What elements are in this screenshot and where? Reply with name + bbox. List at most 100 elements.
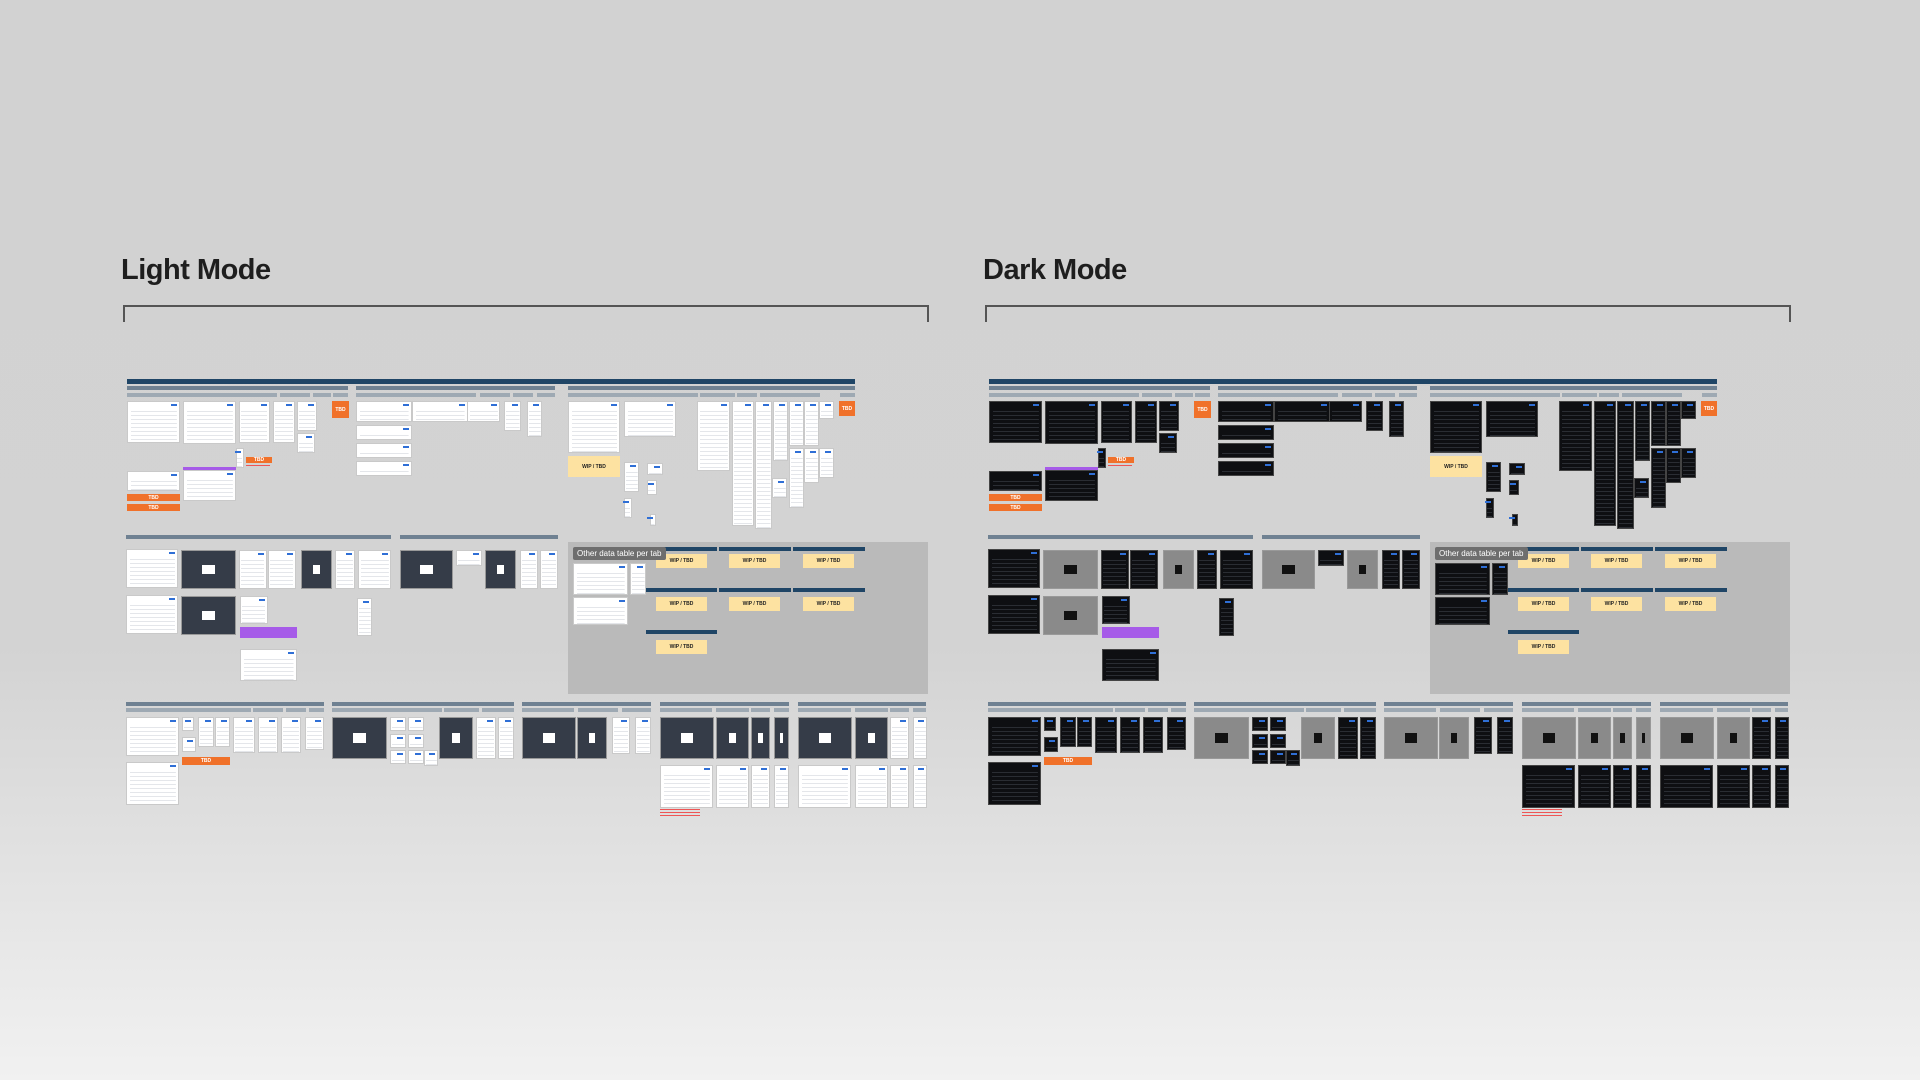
screen-frame[interactable] bbox=[1077, 717, 1092, 747]
screen-frame[interactable] bbox=[1218, 401, 1274, 422]
screen-frame[interactable] bbox=[1159, 401, 1179, 431]
screen-frame[interactable] bbox=[819, 401, 834, 419]
screen-frame[interactable] bbox=[297, 433, 315, 453]
screen-frame[interactable] bbox=[424, 750, 438, 766]
screen-frame[interactable] bbox=[1752, 765, 1771, 808]
screen-frame[interactable] bbox=[1522, 765, 1575, 808]
screen-frame[interactable] bbox=[297, 401, 317, 431]
screen-frame[interactable] bbox=[1274, 401, 1330, 422]
modal-screen-frame[interactable] bbox=[716, 717, 749, 759]
screen-frame[interactable] bbox=[1486, 462, 1501, 492]
screen-frame[interactable] bbox=[630, 563, 646, 595]
screen-frame[interactable] bbox=[989, 401, 1042, 443]
screen-frame[interactable] bbox=[1120, 717, 1140, 753]
screen-frame[interactable] bbox=[1270, 734, 1286, 748]
screen-frame[interactable] bbox=[988, 762, 1041, 805]
screen-frame[interactable] bbox=[456, 550, 482, 566]
modal-screen-frame[interactable] bbox=[1522, 717, 1576, 759]
screen-frame[interactable] bbox=[1430, 401, 1482, 453]
screen-frame[interactable] bbox=[127, 471, 180, 491]
screen-frame[interactable] bbox=[358, 550, 391, 589]
modal-screen-frame[interactable] bbox=[660, 717, 714, 759]
screen-frame[interactable] bbox=[527, 401, 542, 437]
modal-screen-frame[interactable] bbox=[522, 717, 576, 759]
screen-frame[interactable] bbox=[1402, 550, 1420, 589]
modal-screen-frame[interactable] bbox=[577, 717, 607, 759]
screen-frame[interactable] bbox=[182, 737, 196, 752]
screen-frame[interactable] bbox=[1617, 401, 1634, 529]
screen-frame[interactable] bbox=[1366, 401, 1383, 431]
modal-screen-frame[interactable] bbox=[1384, 717, 1438, 759]
screen-frame[interactable] bbox=[789, 448, 804, 508]
screen-frame[interactable] bbox=[804, 448, 819, 483]
screen-frame[interactable] bbox=[356, 425, 412, 440]
screen-frame[interactable] bbox=[732, 401, 754, 526]
screen-frame[interactable] bbox=[913, 765, 927, 808]
screen-frame[interactable] bbox=[624, 401, 676, 437]
modal-screen-frame[interactable] bbox=[798, 717, 852, 759]
screen-frame[interactable] bbox=[126, 762, 179, 805]
screen-frame[interactable] bbox=[1270, 717, 1286, 731]
screen-frame[interactable] bbox=[1636, 765, 1651, 808]
screen-frame[interactable] bbox=[1197, 550, 1217, 589]
screen-frame[interactable] bbox=[635, 717, 651, 754]
screen-frame[interactable] bbox=[1485, 498, 1494, 518]
screen-frame[interactable] bbox=[498, 717, 514, 759]
modal-screen-frame[interactable] bbox=[751, 717, 770, 759]
modal-screen-frame[interactable] bbox=[1163, 550, 1194, 589]
screen-frame[interactable] bbox=[1252, 734, 1268, 748]
screen-frame[interactable] bbox=[1613, 765, 1632, 808]
screen-frame[interactable] bbox=[798, 765, 851, 808]
screen-frame[interactable] bbox=[1167, 717, 1186, 750]
screen-frame[interactable] bbox=[1578, 765, 1611, 808]
screen-frame[interactable] bbox=[1360, 717, 1376, 759]
screen-frame[interactable] bbox=[1435, 563, 1490, 595]
screen-frame[interactable] bbox=[1220, 550, 1253, 589]
screen-frame[interactable] bbox=[1666, 401, 1681, 446]
screen-frame[interactable] bbox=[1635, 401, 1650, 461]
screen-frame[interactable] bbox=[890, 765, 909, 808]
screen-frame[interactable] bbox=[1044, 737, 1058, 752]
screen-frame[interactable] bbox=[476, 717, 496, 759]
screen-frame[interactable] bbox=[412, 401, 468, 422]
modal-screen-frame[interactable] bbox=[1636, 717, 1651, 759]
modal-screen-frame[interactable] bbox=[439, 717, 473, 759]
modal-screen-frame[interactable] bbox=[1194, 717, 1249, 759]
screen-frame[interactable] bbox=[183, 401, 236, 444]
screen-frame[interactable] bbox=[390, 734, 406, 748]
screen-frame[interactable] bbox=[239, 401, 270, 443]
modal-screen-frame[interactable] bbox=[332, 717, 387, 759]
screen-frame[interactable] bbox=[240, 649, 297, 681]
screen-frame[interactable] bbox=[281, 717, 301, 753]
screen-frame[interactable] bbox=[390, 717, 406, 731]
screen-frame[interactable] bbox=[1486, 401, 1538, 437]
screen-frame[interactable] bbox=[804, 401, 819, 446]
screen-frame[interactable] bbox=[988, 595, 1040, 634]
screen-frame[interactable] bbox=[1509, 463, 1525, 475]
modal-screen-frame[interactable] bbox=[485, 550, 516, 589]
screen-frame[interactable] bbox=[913, 717, 927, 759]
screen-frame[interactable] bbox=[1252, 717, 1268, 731]
screen-frame[interactable] bbox=[660, 765, 713, 808]
screen-frame[interactable] bbox=[240, 596, 268, 624]
screen-frame[interactable] bbox=[1474, 717, 1492, 754]
modal-screen-frame[interactable] bbox=[1439, 717, 1469, 759]
screen-frame[interactable] bbox=[1509, 480, 1519, 495]
screen-frame[interactable] bbox=[1219, 598, 1234, 636]
screen-frame[interactable] bbox=[1594, 401, 1616, 526]
screen-frame[interactable] bbox=[1717, 765, 1750, 808]
modal-screen-frame[interactable] bbox=[1578, 717, 1611, 759]
screen-frame[interactable] bbox=[1338, 717, 1358, 759]
screen-frame[interactable] bbox=[1101, 401, 1132, 443]
modal-screen-frame[interactable] bbox=[1613, 717, 1632, 759]
modal-screen-frame[interactable] bbox=[1262, 550, 1315, 589]
screen-frame[interactable] bbox=[1681, 448, 1696, 478]
modal-screen-frame[interactable] bbox=[181, 550, 236, 589]
screen-frame[interactable] bbox=[623, 498, 632, 518]
screen-frame[interactable] bbox=[520, 550, 538, 589]
screen-frame[interactable] bbox=[273, 401, 295, 443]
screen-frame[interactable] bbox=[1143, 717, 1163, 753]
screen-frame[interactable] bbox=[755, 401, 772, 529]
screen-frame[interactable] bbox=[612, 717, 630, 754]
screen-frame[interactable] bbox=[235, 448, 244, 468]
